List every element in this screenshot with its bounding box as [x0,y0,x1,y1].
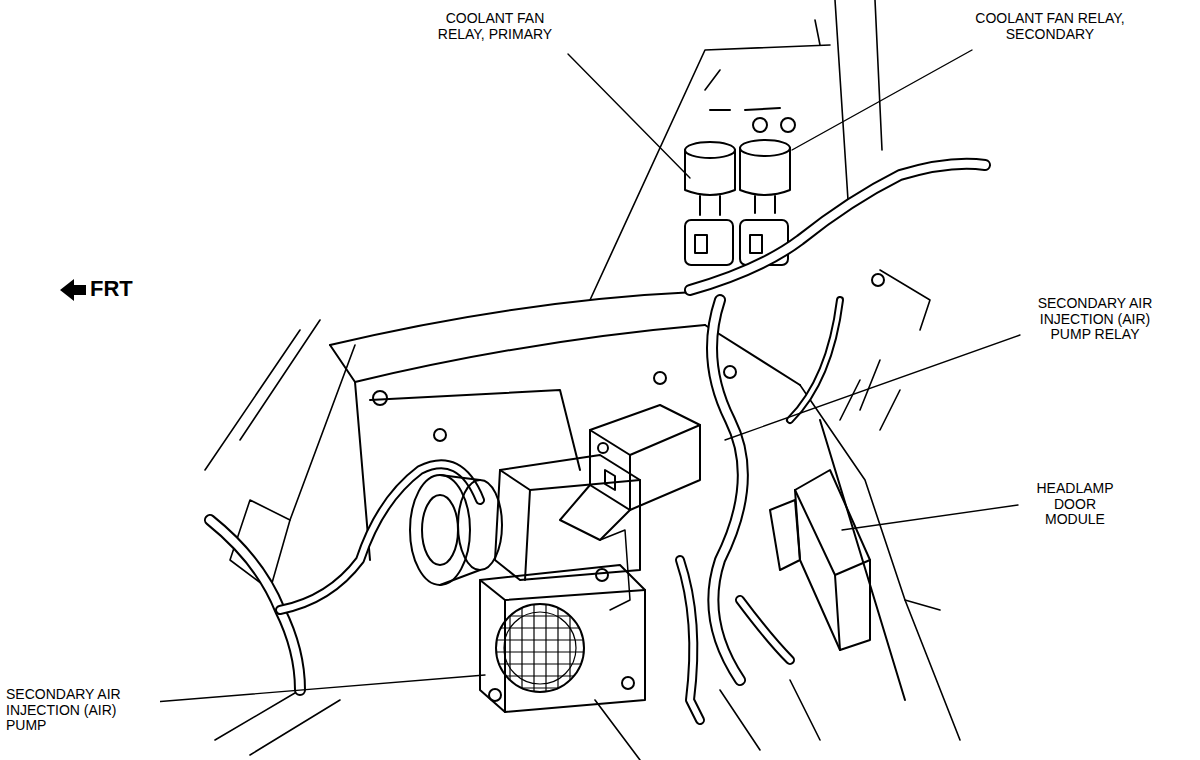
part-label: COOLANT FAN RELAY, SECONDARY [973,10,1127,43]
direction-label: FRT [88,276,135,303]
part-label: COOLANT FAN RELAY, PRIMARY [423,10,567,43]
headlamp-door-module [770,420,905,700]
air-pump [480,455,645,712]
air-pump-relay [560,405,700,540]
label-holder: FRT [88,276,135,303]
label-holder: SECONDARY AIR INJECTION (AIR) PUMP RELAY [1021,295,1170,344]
label-holder: SECONDARY AIR INJECTION (AIR) PUMP [4,686,160,735]
label-holder: COOLANT FAN RELAY, SECONDARY [973,10,1127,43]
front-arrow [60,279,86,301]
part-label: SECONDARY AIR INJECTION (AIR) PUMP [4,686,160,735]
part-label: SECONDARY AIR INJECTION (AIR) PUMP RELAY [1021,295,1170,344]
pulley-assembly [410,475,502,585]
wiring-harness [210,164,985,720]
label-holder: HEADLAMP DOOR MODULE [1027,480,1123,529]
coolant-fan-relays [685,108,795,265]
label-holder: COOLANT FAN RELAY, PRIMARY [423,10,567,43]
body-structure [205,0,960,760]
part-label: HEADLAMP DOOR MODULE [1027,480,1123,529]
leader-lines [142,50,1020,703]
radiator-support [330,274,884,560]
